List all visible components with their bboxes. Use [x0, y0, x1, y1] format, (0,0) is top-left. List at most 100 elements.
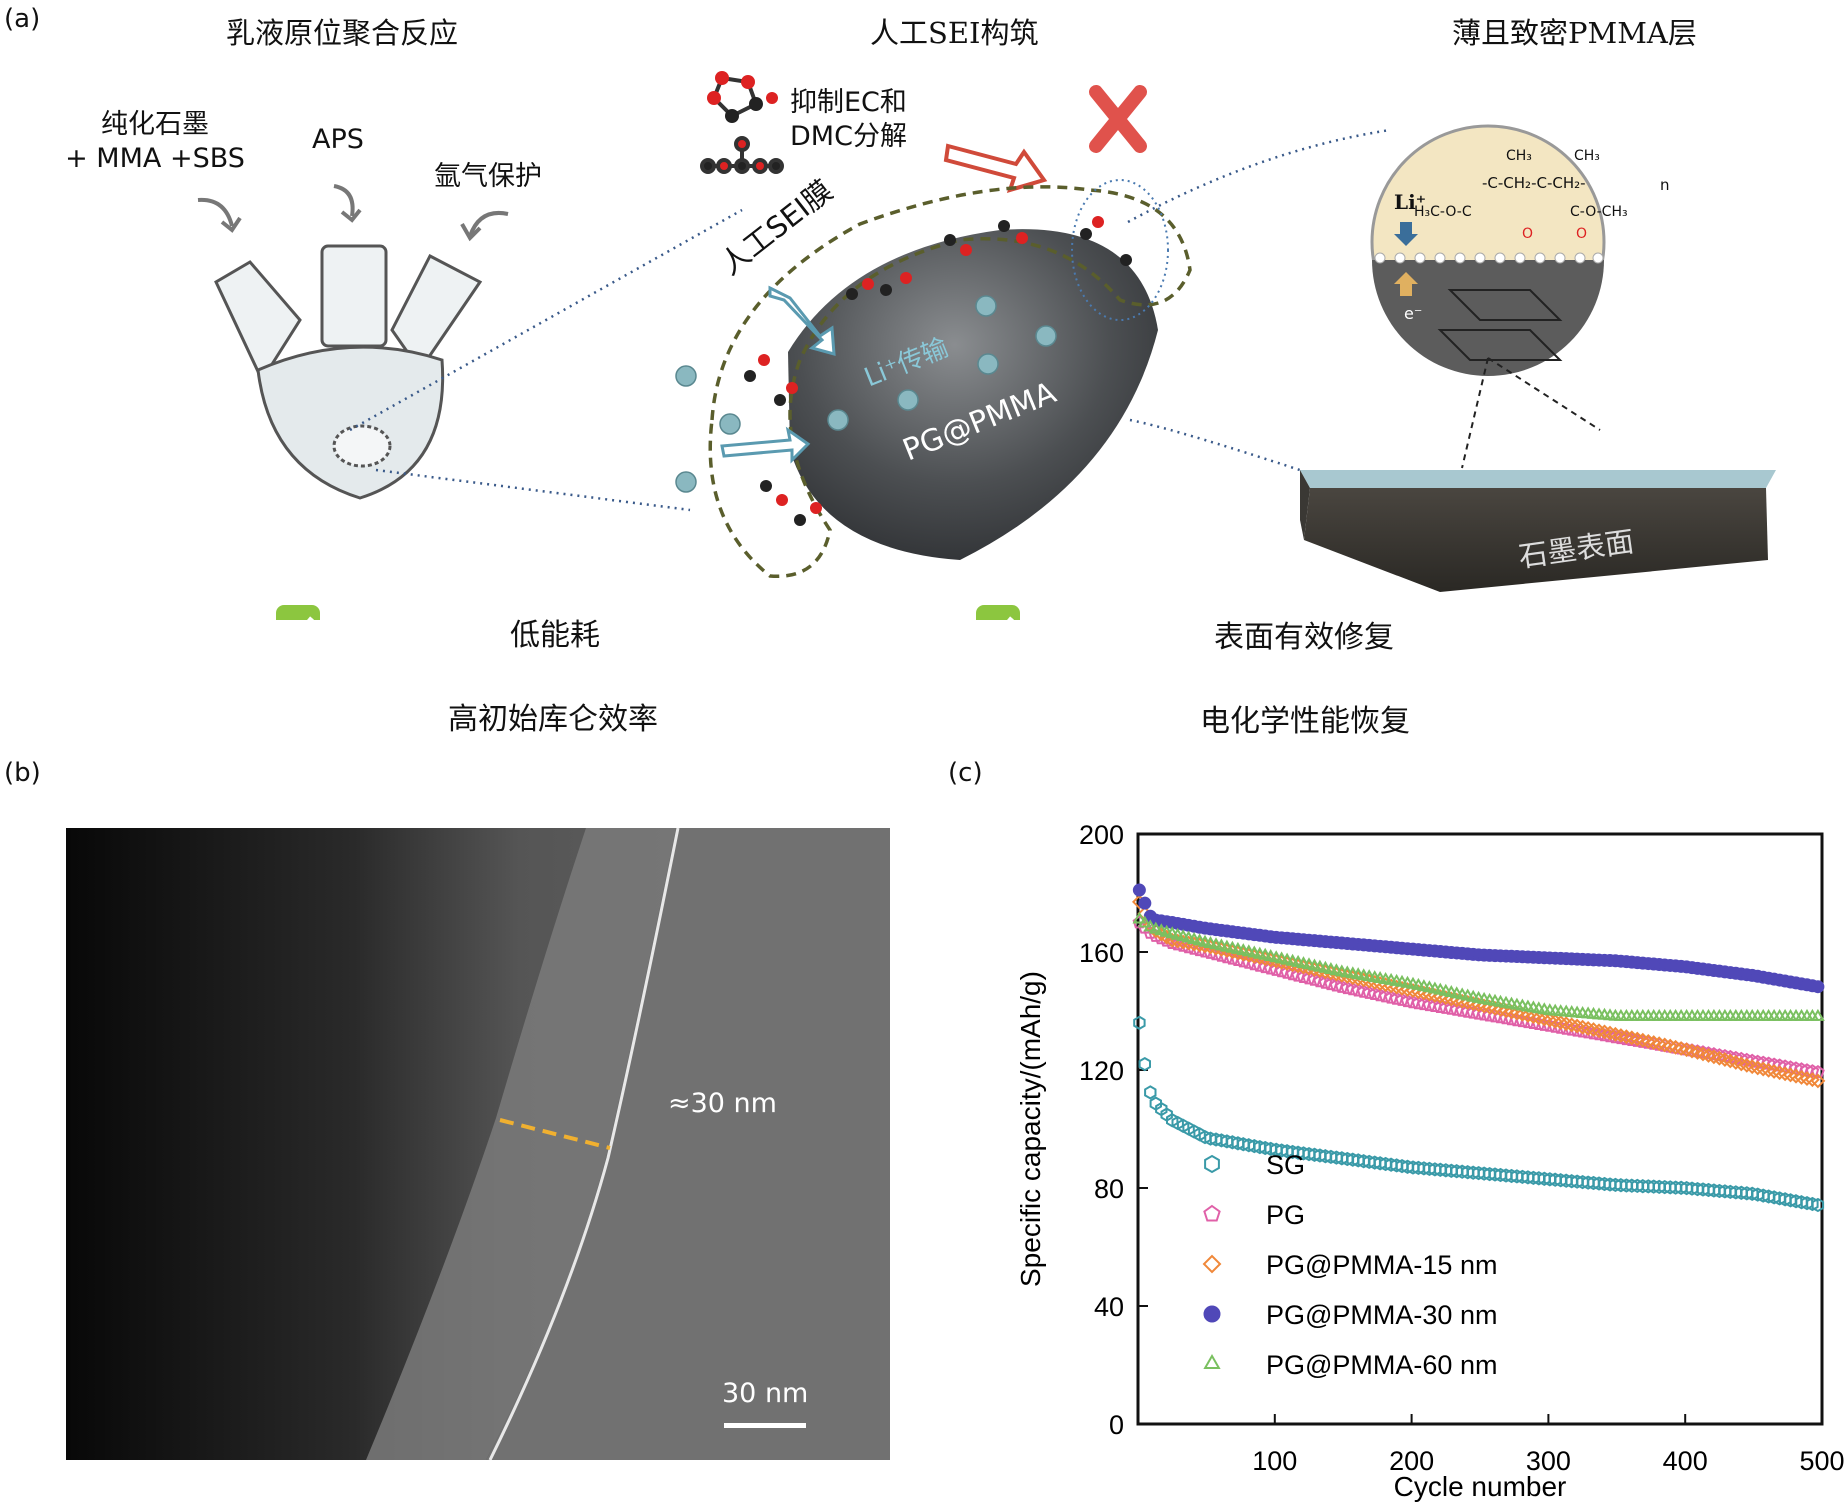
chem-ch3-2: CH₃ [1574, 148, 1600, 164]
data-point-pg [1148, 928, 1163, 942]
data-point-sg [1319, 1149, 1332, 1164]
data-point-pg-pmma-30-nm [1778, 974, 1792, 988]
data-point-pg-pmma-30-nm [1182, 918, 1196, 932]
li-ion-icon [675, 295, 1057, 493]
data-point-pg-pmma-30-nm [1297, 933, 1311, 947]
data-point-pg-pmma-60-nm [1340, 965, 1355, 978]
data-point-pg [1466, 1005, 1481, 1019]
advantage-high-ice: 高初始库仑效率 [448, 702, 658, 737]
data-point-pg-pmma-60-nm [1526, 1000, 1541, 1013]
data-point-sg [1757, 1188, 1770, 1203]
panel-a-illustration [197, 71, 1776, 620]
data-point-pg [1214, 948, 1229, 962]
panel-c-tag: (c) [948, 758, 983, 788]
data-point-pg-pmma-60-nm [1230, 941, 1245, 954]
data-point-pg-pmma-15-nm [1733, 1056, 1749, 1072]
legend-marker [1202, 1254, 1222, 1274]
data-point-sg [1620, 1178, 1633, 1193]
data-point-sg [1472, 1165, 1485, 1181]
data-point-sg [1176, 1118, 1190, 1133]
data-point-sg [1193, 1127, 1206, 1142]
data-point-pg-pmma-30-nm [1641, 957, 1655, 971]
li-transport-arrow-icon [720, 285, 836, 464]
data-point-pg [1471, 1006, 1486, 1020]
data-point-pg-pmma-60-nm [1241, 944, 1256, 957]
data-point-pg-pmma-60-nm [1252, 946, 1267, 959]
data-point-pg-pmma-30-nm [1204, 922, 1218, 936]
data-point-pg-pmma-30-nm [1176, 917, 1190, 931]
data-point-pg-pmma-30-nm [1805, 979, 1819, 993]
data-point-pg-pmma-15-nm [1142, 918, 1158, 933]
data-point-pg-pmma-15-nm [1783, 1067, 1798, 1083]
data-point-pg-pmma-15-nm [1257, 951, 1273, 967]
data-point-pg-pmma-15-nm [1241, 947, 1257, 963]
data-point-pg-pmma-15-nm [1476, 998, 1492, 1014]
data-point-pg [1192, 942, 1207, 957]
data-point-pg-pmma-30-nm [1570, 952, 1584, 966]
data-point-pg-pmma-60-nm [1674, 1008, 1689, 1021]
data-point-pg-pmma-60-nm [1586, 1006, 1601, 1019]
legend-label: PG@PMMA-15 nm [1266, 1250, 1497, 1280]
data-point-pg-pmma-30-nm [1532, 950, 1546, 964]
legend-marker [1203, 1305, 1221, 1323]
data-point-pg-pmma-60-nm [1312, 959, 1327, 972]
data-point-pg-pmma-60-nm [1181, 930, 1196, 943]
data-point-pg-pmma-30-nm [1800, 978, 1814, 992]
data-point-pg [1575, 1024, 1590, 1038]
data-point-pg-pmma-30-nm [1225, 925, 1239, 939]
data-point-pg-pmma-60-nm [1471, 990, 1486, 1003]
data-point-pg-pmma-15-nm [1192, 937, 1208, 953]
molecule-ec-icon [707, 71, 778, 123]
data-point-sg [1713, 1183, 1726, 1199]
data-point-pg-pmma-30-nm [1384, 940, 1398, 954]
data-point-pg-pmma-15-nm [1432, 989, 1448, 1004]
x-tick-label: 100 [1252, 1446, 1297, 1476]
data-point-pg-pmma-30-nm [1559, 952, 1573, 966]
data-point-pg-pmma-30-nm [1400, 942, 1414, 956]
data-point-pg-pmma-15-nm [1498, 1003, 1514, 1019]
panel-a-tag: (a) [4, 4, 41, 34]
data-point-pg [1269, 962, 1284, 976]
data-point-sg [1155, 1101, 1168, 1117]
data-point-pg-pmma-15-nm [1514, 1006, 1530, 1022]
y-tick-label: 120 [1079, 1056, 1124, 1086]
data-point-pg-pmma-15-nm [1400, 982, 1415, 997]
data-point-pg-pmma-15-nm [1164, 932, 1180, 948]
data-point-pg-pmma-15-nm [1285, 957, 1301, 973]
data-point-sg [1554, 1173, 1567, 1188]
data-point-pg [1641, 1035, 1656, 1049]
data-point-pg-pmma-15-nm [1153, 926, 1169, 942]
data-point-sg [1401, 1159, 1414, 1174]
data-point-pg-pmma-30-nm [1411, 943, 1425, 957]
data-point-pg-pmma-15-nm [1372, 976, 1388, 992]
data-point-pg-pmma-15-nm [1323, 965, 1339, 981]
data-point-pg-pmma-15-nm [1766, 1064, 1782, 1079]
data-point-pg-pmma-15-nm [1405, 983, 1421, 999]
data-point-pg [1137, 920, 1152, 934]
data-point-pg-pmma-60-nm [1701, 1008, 1716, 1021]
data-point-sg [1395, 1158, 1409, 1174]
data-point-pg [1570, 1023, 1584, 1037]
data-point-pg-pmma-30-nm [1340, 937, 1354, 951]
sei-film-outline [708, 185, 1192, 579]
data-point-sg [1286, 1144, 1299, 1160]
data-point-sg [1614, 1178, 1628, 1193]
data-point-pg [1170, 937, 1185, 951]
chem-o-1: O [1522, 226, 1534, 242]
data-point-pg-pmma-30-nm [1794, 977, 1808, 991]
data-point-pg [1449, 1002, 1464, 1016]
data-point-sg [1445, 1163, 1458, 1178]
data-point-sg [1587, 1175, 1600, 1191]
data-point-pg-pmma-30-nm [1422, 944, 1436, 958]
data-point-sg [1527, 1170, 1540, 1186]
data-point-sg [1647, 1179, 1660, 1194]
data-point-pg [1274, 964, 1289, 978]
data-point-pg-pmma-15-nm [1493, 1002, 1508, 1017]
data-point-pg-pmma-60-nm [1400, 975, 1415, 988]
y-axis-label: Specific capacity/(mAh/g) [1015, 971, 1046, 1287]
data-point-pg-pmma-30-nm [1318, 935, 1332, 949]
data-point-pg-pmma-60-nm [1493, 994, 1508, 1007]
data-point-pg [1345, 982, 1360, 996]
data-point-pg-pmma-30-nm [1428, 944, 1442, 958]
data-point-pg-pmma-15-nm [1711, 1050, 1727, 1066]
